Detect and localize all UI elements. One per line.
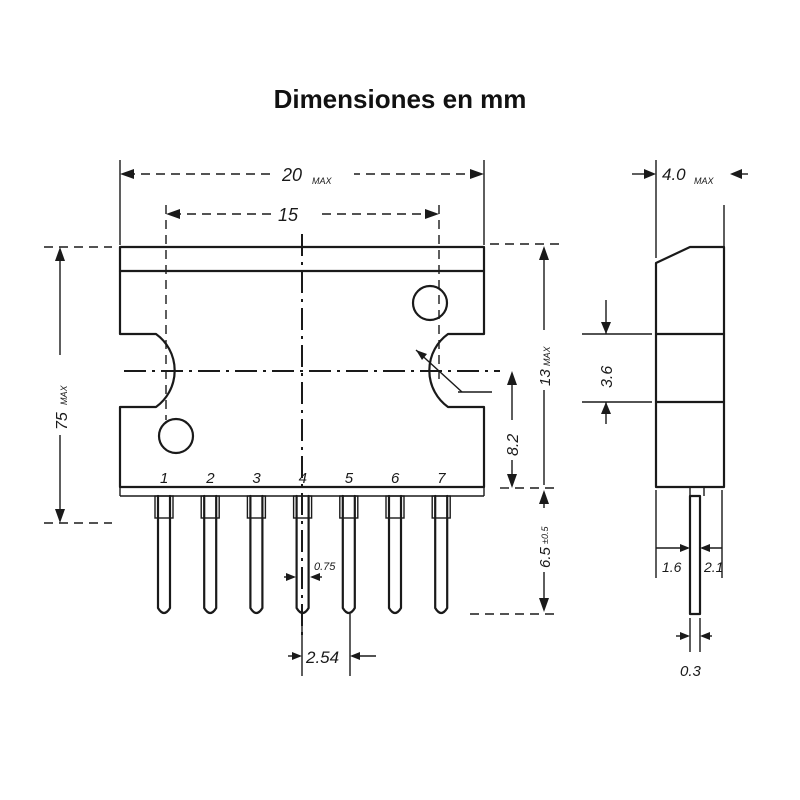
pin-length-label: 6.5 xyxy=(537,546,554,568)
overall-width-label: 20 xyxy=(281,165,302,185)
center-to-pins-label: 8.2 xyxy=(505,434,522,456)
thickness-label: 4.0 xyxy=(662,165,686,184)
pin-number-label: 5 xyxy=(345,470,354,487)
pin-lead xyxy=(295,494,310,615)
pin-shoulder xyxy=(154,495,174,519)
overall-width-suffix: MAX xyxy=(312,176,333,186)
side-pin-thickness-label: 0.3 xyxy=(680,663,702,680)
pin-shoulder xyxy=(200,495,220,519)
pin-lead xyxy=(434,494,449,615)
pin-number-label: 2 xyxy=(205,470,215,487)
front-view xyxy=(118,205,500,640)
pin-lead xyxy=(341,494,356,615)
mounting-hole-right xyxy=(411,284,449,322)
dimension-overall-height: 75 MAX xyxy=(44,246,112,524)
dimension-side-pin-offset: 1.6 2.1 xyxy=(655,490,723,578)
body-height-suffix: MAX xyxy=(542,346,552,367)
side-step-label: 3.6 xyxy=(599,366,616,388)
dimension-pin-length: 6.5 ±0.5 xyxy=(470,487,560,615)
pin-number-label: 1 xyxy=(160,470,168,487)
side-pin-offset-label: 1.6 xyxy=(662,559,682,575)
dimension-side-step: 3.6 xyxy=(582,300,652,424)
dimension-pin-pitch: 2.54 xyxy=(288,614,376,676)
pin-length-tolerance: ±0.5 xyxy=(540,526,550,544)
side-pin xyxy=(688,494,702,616)
mounting-hole-left xyxy=(157,417,195,455)
pin-lead xyxy=(249,494,264,615)
dimension-body-height: 13 MAX xyxy=(490,243,560,485)
pin-lead xyxy=(387,494,403,615)
pin-group: 1 2 3 4 5 6 7 xyxy=(154,470,451,615)
pin-number-label: 7 xyxy=(437,470,446,487)
hole-spacing-label: 15 xyxy=(278,205,299,225)
dimension-overall-width: 20 MAX xyxy=(119,160,485,245)
pin-number-label: 6 xyxy=(391,470,400,487)
body-height-label: 13 xyxy=(537,369,554,386)
dimension-thickness: 4.0 MAX xyxy=(632,160,748,258)
pin-number-label: 4 xyxy=(299,470,307,487)
dimension-hole-spacing: 15 xyxy=(166,203,439,225)
pin-lead xyxy=(156,494,172,615)
side-pin-gap-label: 2.1 xyxy=(703,559,723,575)
pin-shoulder xyxy=(431,495,451,519)
page-title: Dimensiones en mm xyxy=(273,84,527,114)
overall-height-label: 75 xyxy=(54,412,71,430)
pin-width-label: 0.75 xyxy=(314,561,336,573)
pin-shoulder xyxy=(246,495,267,519)
side-view xyxy=(654,245,726,616)
pin-shoulder xyxy=(385,495,405,519)
side-body-outline xyxy=(654,245,726,489)
pin-shoulder xyxy=(339,495,359,519)
pin-lead xyxy=(203,494,218,615)
dimension-side-pin-thickness: 0.3 xyxy=(676,618,712,680)
dimension-center-to-pins: 8.2 xyxy=(502,371,524,488)
dimension-pin-width: 0.75 xyxy=(284,561,336,581)
pin-shoulder xyxy=(292,495,313,519)
pin-pitch-label: 2.54 xyxy=(305,648,339,667)
thickness-suffix: MAX xyxy=(694,176,715,186)
pin-number-label: 3 xyxy=(252,470,261,487)
overall-height-suffix: MAX xyxy=(59,385,69,406)
